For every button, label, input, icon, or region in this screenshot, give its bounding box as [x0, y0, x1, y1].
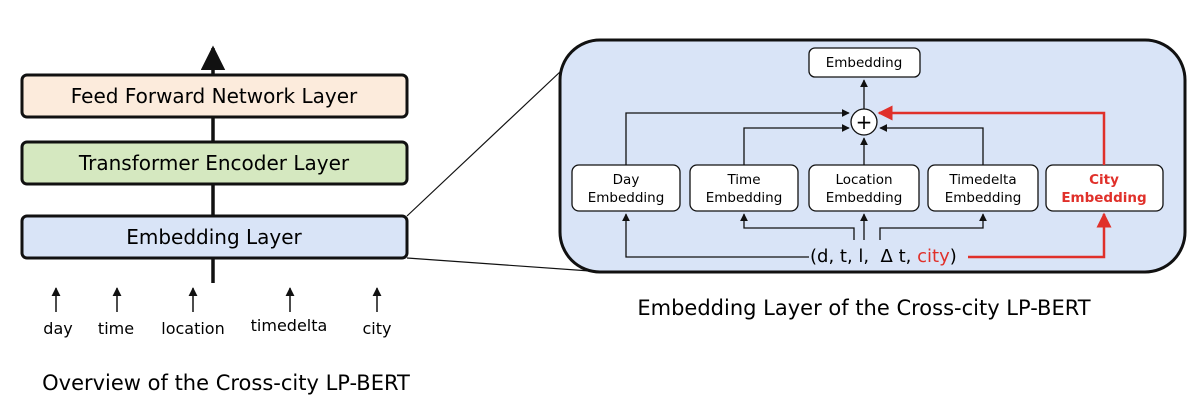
timedelta-embedding-label-2: Embedding [945, 190, 1022, 206]
embedding-layer-box [20, 214, 409, 260]
input-label-timedelta: timedelta [251, 316, 328, 335]
transformer-layer-label: Transformer Encoder Layer [78, 151, 350, 175]
city-embedding-label-2: Embedding [1061, 190, 1146, 206]
location-embedding-label-2: Embedding [826, 190, 903, 206]
input-tuple: (d, t, l, Δ t, city) [810, 246, 957, 267]
embedding-detail-panel: Embedding + Day Embedding Time Embedding… [558, 38, 1187, 274]
zoom-line-top [406, 54, 579, 217]
day-to-sum-arrow [625, 109, 850, 165]
day-embedding-label-1: Day [613, 172, 640, 188]
time-embedding-label-1: Time [726, 172, 760, 188]
tuple-to-timedelta-arrow [879, 213, 987, 240]
ffn-layer-label: Feed Forward Network Layer [71, 84, 358, 108]
timedelta-embedding-label-1: Timedelta [948, 172, 1016, 188]
embedding-layer-label: Embedding Layer [126, 225, 302, 249]
input-label-day: day [43, 319, 72, 338]
sum-symbol: + [856, 110, 873, 134]
tuple-main-text: (d, t, l, Δ t, [810, 246, 917, 267]
output-embedding-box [808, 47, 921, 78]
tuple-to-city-arrow [968, 212, 1112, 259]
tuple-city-text: city [917, 246, 950, 267]
overview-diagram: Feed Forward Network Layer Transformer E… [20, 45, 410, 395]
location-embedding-label-1: Location [835, 172, 892, 188]
input-label-time: time [98, 319, 134, 338]
output-embedding-label: Embedding [826, 55, 903, 71]
tuple-close-text: ) [950, 246, 957, 267]
day-embedding-label-2: Embedding [588, 190, 665, 206]
city-embedding-label-1: City [1089, 172, 1119, 188]
input-label-location: location [161, 319, 224, 338]
transformer-layer-box [20, 140, 409, 186]
tuple-to-day-arrow [622, 213, 809, 258]
time-to-sum-arrow [743, 124, 850, 165]
detail-caption: Embedding Layer of the Cross-city LP-BER… [637, 296, 1090, 320]
city-to-sum-arrow [877, 105, 1106, 165]
overview-caption: Overview of the Cross-city LP-BERT [42, 371, 410, 395]
input-label-city: city [363, 319, 392, 338]
zoom-line-bottom [406, 257, 591, 272]
detail-panel-background [558, 38, 1187, 274]
tuple-to-time-arrow [740, 213, 855, 240]
time-embedding-label-2: Embedding [706, 190, 783, 206]
timedelta-to-sum-arrow [879, 124, 984, 165]
ffn-layer-box [20, 73, 409, 119]
